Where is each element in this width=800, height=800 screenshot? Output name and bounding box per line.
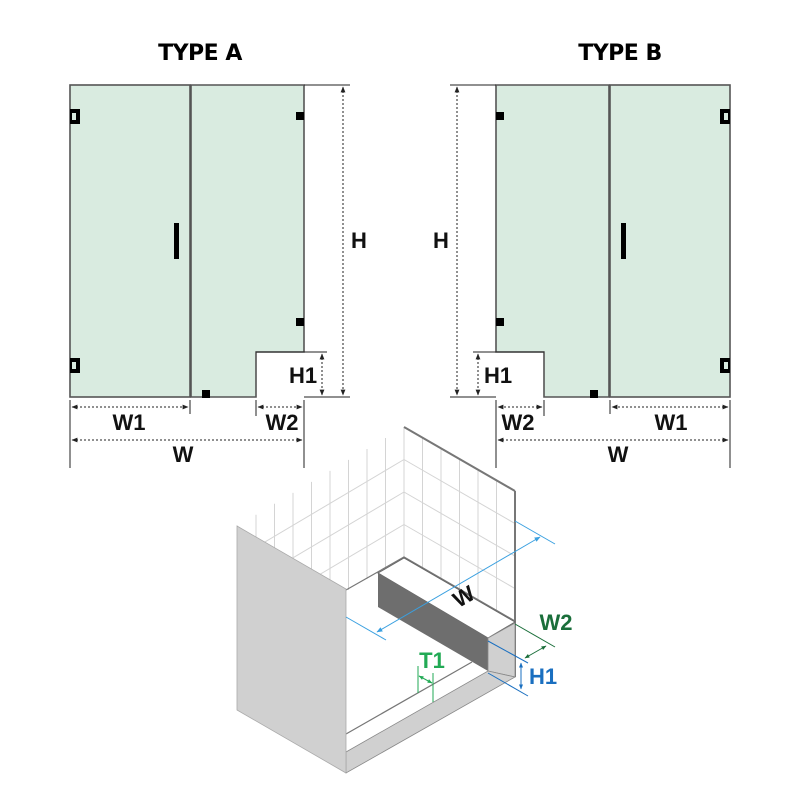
iso-t1-dimension-line bbox=[418, 675, 433, 684]
iso-w2-dimension-line bbox=[524, 645, 547, 659]
iso-w-dimension-line bbox=[376, 536, 541, 633]
type-b-h-label: H bbox=[433, 228, 449, 253]
side-wall bbox=[236, 525, 347, 774]
type-a-w2-label: W2 bbox=[266, 410, 299, 435]
type-a-w1-label: W1 bbox=[113, 410, 146, 435]
type-b-w2-label: W2 bbox=[502, 410, 535, 435]
type-a-h-label: H bbox=[351, 228, 367, 253]
type-a-w-label: W bbox=[173, 442, 194, 467]
type-b-w-label: W bbox=[608, 442, 629, 467]
iso-t1-label: T1 bbox=[419, 648, 445, 673]
type-a-diagram: TYPE A H H1 W1 W2 W bbox=[70, 41, 367, 468]
type-b-h1-label: H1 bbox=[484, 363, 512, 388]
type-b-title: TYPE B bbox=[578, 41, 662, 66]
iso-w2-label: W2 bbox=[540, 610, 573, 635]
type-a-title: TYPE A bbox=[158, 41, 242, 66]
type-b-w1-label: W1 bbox=[655, 410, 688, 435]
type-b-diagram: TYPE B H H1 W1 W2 W bbox=[433, 41, 730, 468]
tile-line bbox=[403, 459, 516, 524]
isometric-shower-diagram: W W2 H1 T1 bbox=[236, 426, 573, 774]
type-a-h1-label: H1 bbox=[289, 363, 317, 388]
iso-h1-label: H1 bbox=[529, 664, 557, 689]
